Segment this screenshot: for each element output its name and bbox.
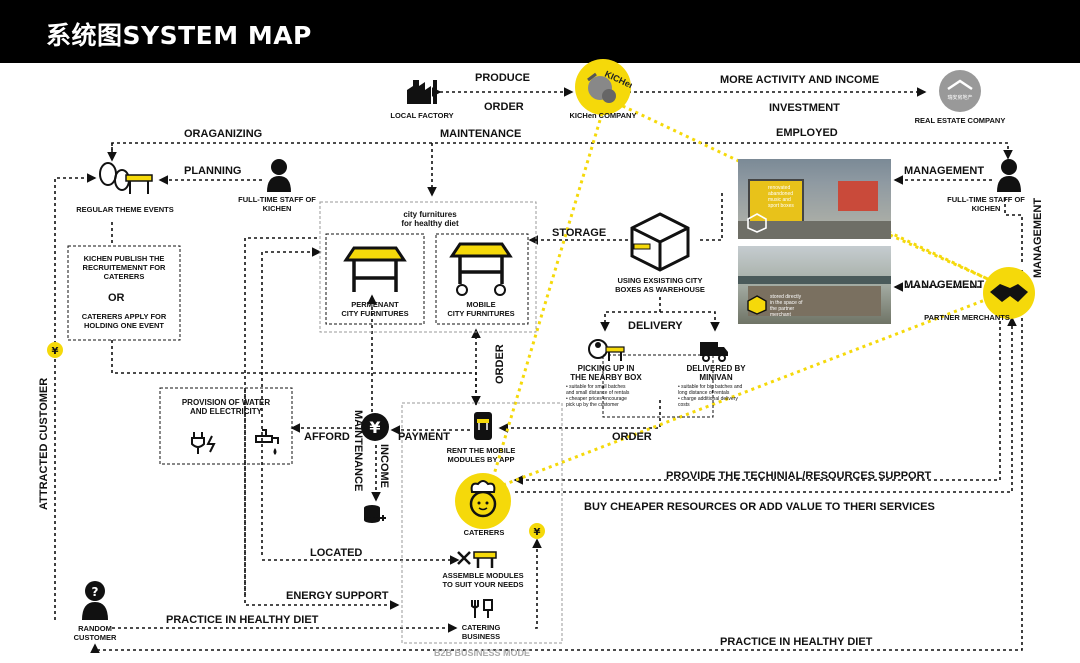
income-coins-icon [364,505,386,523]
flow-buy-cheaper: BUY CHEAPER RESOURCES OR ADD VALUE TO TH… [584,501,935,513]
flow-organizing: ORAGANIZING [184,128,263,140]
flow-produce: PRODUCE [475,72,531,84]
flow-practice-left: PRACTICE IN HEALTHY DIET [166,614,319,626]
flow-located: LOCATED [310,547,363,559]
payment-yuan-icon: ¥ [361,413,389,441]
mobile-furniture-icon [449,242,513,296]
flow-order-mid: ORDER [612,431,652,443]
caterers-yuan-symbol: ¥ [534,527,541,538]
b2b-mode-label: B2B BUSINESS MODE [433,648,531,658]
flow-management-1: MANAGEMENT [904,165,985,177]
payment-yuan-symbol: ¥ [369,418,380,437]
pickup-notes: • suitable for small batches and small d… [566,384,630,408]
flow-management-2: MANAGEMENT [904,279,985,291]
flow-order-top: ORDER [484,101,524,113]
minivan-icon [700,342,728,362]
random-customer-icon: ? [82,581,108,620]
kichen-company-label: KICHen COMPANY [569,111,637,120]
attracted-yuan-symbol: ¥ [52,346,59,357]
pickup-icon [588,339,625,361]
flow-order-vertical: ORDER [494,344,506,384]
attracted-yuan-icon: ¥ [47,342,63,358]
flow-delivery: DELIVERY [628,320,683,332]
phone-app-icon [474,412,492,440]
flow-energy-support: ENERGY SUPPORT [286,590,389,602]
flow-payment: PAYMENT [398,431,450,443]
regular-theme-events-label: REGULAR THEME EVENTS [76,205,174,214]
partner-merchants-icon [983,267,1035,319]
kichen-logo: KICHen [575,59,632,115]
warehouse-box-icon [630,212,690,272]
recruit-or: OR [108,292,125,304]
header-bar: 系统图SYSTEM MAP [0,0,1080,63]
flow-investment: INVESTMENT [769,102,840,114]
real-estate-logo-text: 瑞安房地产 [947,94,972,101]
photo1-box-icon [747,213,767,233]
assemble-tools-icon [457,551,497,568]
real-estate-logo: 瑞安房地产 [939,70,981,112]
flow-income: INCOME [378,444,390,488]
factory-icon [407,80,437,104]
local-factory-label: LOCAL FACTORY [390,111,454,120]
minivan-notes: • suitable for big batches and long dist… [678,384,743,408]
flow-afford: AFFORD [304,431,350,443]
flow-practice-bottom: PRACTICE IN HEALTHY DIET [720,636,873,648]
catering-utensils-icon [471,599,493,618]
caterers-icon [455,473,511,529]
permanent-furniture-icon [343,246,407,292]
flow-planning: PLANNING [184,165,242,177]
water-tap-icon [255,429,279,455]
flow-maintenance-top: MAINTENANCE [440,128,522,140]
partner-merchants-label: PARTNER MERCHANTS [924,313,1010,322]
page-title: 系统图SYSTEM MAP [46,21,312,50]
photo2-box-icon [747,295,767,315]
svg-text:?: ? [92,585,99,599]
flow-attracted-customer: ATTRACTED CUSTOMER [38,377,50,510]
flow-storage: STORAGE [552,227,607,239]
caterers-label: CATERERS [463,528,505,537]
real-estate-label: REAL ESTATE COMPANY [914,116,1006,125]
caterers-yuan-icon: ¥ [529,523,545,539]
flow-employed: EMPLOYED [776,127,838,139]
flow-more-activity: MORE ACTIVITY AND INCOME [720,74,880,86]
theme-events-icon [99,162,153,194]
staff-right-icon [997,159,1021,192]
flow-provide-support: PROVIDE THE TECHINIAL/RESOURCES SUPPORT [666,470,932,482]
electric-plug-icon [191,432,216,454]
staff-left-icon [267,159,291,192]
flow-maintenance-vertical: MAINTENANCE [352,410,364,492]
